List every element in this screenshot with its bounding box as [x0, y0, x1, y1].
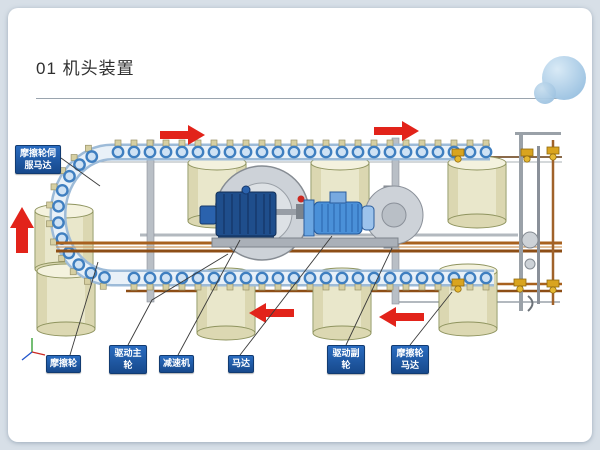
chain-trolleys-curve	[46, 144, 111, 290]
coupling-marker	[297, 195, 305, 203]
rail-fitting-icon	[546, 146, 560, 161]
axis-indicator-icon	[21, 338, 46, 361]
flow-arrow-bottom-right-icon	[379, 307, 424, 327]
drum-top-3	[447, 155, 507, 229]
flow-arrow-top-left-icon	[160, 125, 205, 145]
right-frame	[515, 132, 561, 312]
conveyor-chain	[46, 139, 494, 291]
title-divider	[36, 98, 566, 99]
callout-friction-wheel: 摩擦轮	[46, 355, 82, 373]
callout-friction-wheel-motor: 摩擦轮马达	[391, 345, 429, 375]
callout-reducer: 减速机	[159, 355, 195, 373]
tension-pulley	[521, 231, 539, 249]
flow-arrow-left-up-icon	[10, 207, 34, 253]
callout-motor: 马达	[228, 355, 255, 373]
drive-unit	[199, 165, 424, 261]
decor-circle-small-icon	[534, 82, 556, 104]
shaft-coupling	[296, 204, 307, 219]
drive-shaft	[276, 209, 314, 215]
machine-base	[211, 237, 399, 248]
callout-leader-lines	[60, 157, 453, 356]
flow-arrows	[10, 121, 424, 327]
chain-trolleys-top	[111, 139, 493, 159]
flow-arrow-bottom-middle-icon	[249, 303, 294, 323]
chain-trolleys-bottom	[127, 271, 493, 291]
page-title: 01 机头装置	[36, 59, 135, 78]
flow-arrow-top-right-icon	[374, 121, 419, 141]
callout-friction-wheel-servo-motor: 摩擦轮伺服马达	[15, 145, 61, 175]
drive-motor	[303, 191, 375, 237]
callout-drive-sub-wheel: 驱动副轮	[327, 345, 365, 375]
callout-drive-main-wheel: 驱动主轮	[109, 345, 147, 375]
hook	[527, 295, 534, 312]
